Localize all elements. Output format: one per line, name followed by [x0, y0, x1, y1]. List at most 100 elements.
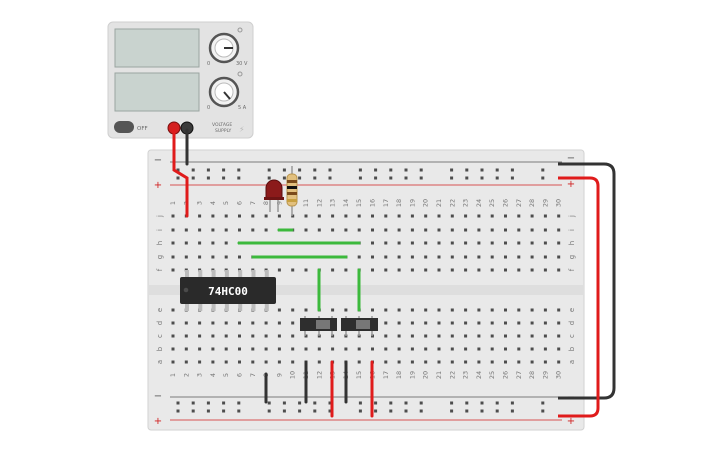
- grid-hole[interactable]: [464, 268, 468, 272]
- grid-hole[interactable]: [304, 228, 308, 232]
- grid-hole[interactable]: [184, 255, 188, 259]
- grid-hole[interactable]: [291, 308, 295, 312]
- grid-hole[interactable]: [304, 268, 308, 272]
- grid-hole[interactable]: [238, 347, 241, 351]
- rail-hole[interactable]: [419, 168, 423, 172]
- grid-hole[interactable]: [424, 334, 428, 338]
- grid-hole[interactable]: [198, 334, 202, 338]
- grid-hole[interactable]: [450, 255, 454, 259]
- grid-hole[interactable]: [424, 308, 428, 312]
- grid-hole[interactable]: [357, 360, 361, 364]
- grid-hole[interactable]: [557, 321, 561, 325]
- rail-hole[interactable]: [282, 168, 286, 172]
- grid-hole[interactable]: [504, 334, 507, 338]
- grid-hole[interactable]: [437, 308, 441, 312]
- grid-hole[interactable]: [238, 334, 241, 338]
- grid-hole[interactable]: [557, 241, 561, 245]
- grid-hole[interactable]: [450, 308, 454, 312]
- grid-hole[interactable]: [397, 334, 401, 338]
- grid-hole[interactable]: [477, 228, 481, 232]
- grid-hole[interactable]: [211, 321, 215, 325]
- grid-hole[interactable]: [251, 360, 255, 364]
- grid-hole[interactable]: [543, 268, 547, 272]
- rail-hole[interactable]: [313, 401, 317, 405]
- grid-hole[interactable]: [384, 214, 388, 218]
- grid-hole[interactable]: [384, 334, 388, 338]
- grid-hole[interactable]: [224, 334, 228, 338]
- grid-hole[interactable]: [397, 241, 401, 245]
- grid-hole[interactable]: [198, 321, 202, 325]
- rail-hole[interactable]: [404, 409, 408, 413]
- rail-hole[interactable]: [465, 409, 469, 413]
- grid-hole[interactable]: [504, 255, 507, 259]
- grid-hole[interactable]: [517, 347, 521, 351]
- rail-hole[interactable]: [222, 176, 226, 180]
- rail-hole[interactable]: [510, 409, 514, 413]
- grid-hole[interactable]: [291, 347, 295, 351]
- rail-hole[interactable]: [237, 401, 241, 405]
- grid-hole[interactable]: [410, 268, 414, 272]
- rail-hole[interactable]: [206, 168, 210, 172]
- rail-hole[interactable]: [328, 401, 332, 405]
- grid-hole[interactable]: [291, 360, 295, 364]
- grid-hole[interactable]: [171, 308, 175, 312]
- rail-hole[interactable]: [374, 168, 378, 172]
- rail-hole[interactable]: [191, 168, 195, 172]
- grid-hole[interactable]: [464, 334, 468, 338]
- grid-hole[interactable]: [211, 334, 215, 338]
- grid-hole[interactable]: [464, 241, 468, 245]
- rail-hole[interactable]: [313, 176, 317, 180]
- grid-hole[interactable]: [171, 255, 175, 259]
- grid-hole[interactable]: [277, 268, 281, 272]
- grid-hole[interactable]: [464, 255, 468, 259]
- grid-hole[interactable]: [437, 347, 441, 351]
- grid-hole[interactable]: [557, 255, 561, 259]
- grid-hole[interactable]: [344, 228, 348, 232]
- slide-switch-1[interactable]: [300, 316, 337, 336]
- positive-lead[interactable]: [172, 128, 189, 218]
- grid-hole[interactable]: [543, 241, 547, 245]
- grid-hole[interactable]: [557, 228, 561, 232]
- grid-hole[interactable]: [277, 321, 281, 325]
- grid-hole[interactable]: [211, 360, 215, 364]
- rail-hole[interactable]: [541, 176, 545, 180]
- grid-hole[interactable]: [371, 228, 374, 232]
- rail-hole[interactable]: [191, 409, 195, 413]
- grid-hole[interactable]: [557, 347, 561, 351]
- grid-hole[interactable]: [450, 360, 454, 364]
- grid-hole[interactable]: [304, 334, 308, 338]
- grid-hole[interactable]: [371, 347, 374, 351]
- grid-hole[interactable]: [251, 214, 255, 218]
- grid-hole[interactable]: [410, 228, 414, 232]
- grid-hole[interactable]: [424, 241, 428, 245]
- grid-hole[interactable]: [530, 321, 534, 325]
- grid-hole[interactable]: [543, 255, 547, 259]
- grid-hole[interactable]: [371, 214, 374, 218]
- rail-hole[interactable]: [389, 168, 393, 172]
- grid-hole[interactable]: [490, 255, 494, 259]
- grid-hole[interactable]: [450, 334, 454, 338]
- rail-hole[interactable]: [298, 409, 302, 413]
- grid-hole[interactable]: [264, 360, 268, 364]
- rail-hole[interactable]: [176, 168, 180, 172]
- grid-hole[interactable]: [171, 228, 175, 232]
- grid-hole[interactable]: [184, 360, 188, 364]
- grid-hole[interactable]: [184, 241, 188, 245]
- rail-hole[interactable]: [495, 401, 499, 405]
- grid-hole[interactable]: [224, 360, 228, 364]
- rail-hole[interactable]: [480, 409, 484, 413]
- grid-hole[interactable]: [517, 321, 521, 325]
- grid-hole[interactable]: [530, 214, 534, 218]
- grid-hole[interactable]: [557, 214, 561, 218]
- grid-hole[interactable]: [517, 241, 521, 245]
- rail-hole[interactable]: [298, 168, 302, 172]
- grid-hole[interactable]: [477, 308, 481, 312]
- grid-hole[interactable]: [543, 308, 547, 312]
- grid-hole[interactable]: [344, 268, 348, 272]
- grid-hole[interactable]: [477, 268, 481, 272]
- grid-hole[interactable]: [397, 347, 401, 351]
- rail-hole[interactable]: [465, 168, 469, 172]
- grid-hole[interactable]: [184, 347, 188, 351]
- grid-hole[interactable]: [424, 360, 428, 364]
- rail-hole[interactable]: [328, 168, 332, 172]
